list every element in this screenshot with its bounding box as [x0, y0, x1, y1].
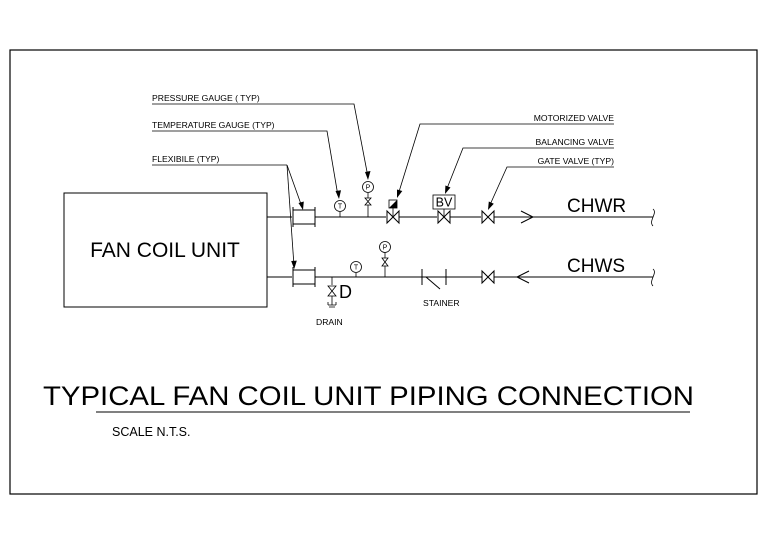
drawing-title: TYPICAL FAN COIL UNIT PIPING CONNECTION	[43, 381, 694, 411]
fan-coil-unit-box	[63, 192, 268, 308]
flow-arrow-supply	[515, 270, 530, 284]
svg-text:BALANCING VALVE: BALANCING VALVE	[536, 137, 615, 147]
strainer-label: STAINER	[423, 298, 460, 308]
callout-balancing-valve: BALANCING VALVE	[445, 137, 614, 194]
callout-temperature-gauge: TEMPERATURE GAUGE (TYP)	[152, 120, 341, 199]
svg-text:P: P	[383, 245, 388, 252]
temperature-gauge-return: T	[334, 200, 346, 217]
svg-text:MOTORIZED VALVE: MOTORIZED VALVE	[534, 113, 614, 123]
motorized-valve	[386, 199, 400, 225]
svg-text:GATE VALVE (TYP): GATE VALVE (TYP)	[538, 156, 615, 166]
pipe-break-supply	[651, 268, 655, 287]
svg-text:PRESSURE GAUGE ( TYP): PRESSURE GAUGE ( TYP)	[152, 93, 260, 103]
callout-gate-valve: GATE VALVE (TYP)	[488, 156, 614, 210]
drain-label: DRAIN	[316, 317, 343, 327]
svg-text:T: T	[354, 265, 359, 272]
drawing-frame	[9, 49, 758, 495]
flow-arrow-return	[520, 210, 535, 224]
pipe-break-return	[651, 208, 655, 227]
drain-valve: D	[327, 277, 352, 308]
flexible-connector-return	[292, 207, 316, 227]
svg-text:FLEXIBILE (TYP): FLEXIBILE (TYP)	[152, 154, 219, 164]
pressure-gauge-supply: P	[379, 241, 391, 277]
flexible-connector-supply	[292, 267, 316, 287]
svg-text:T: T	[338, 204, 343, 211]
svg-text:BV: BV	[436, 196, 453, 210]
drawing-scale: SCALE N.T.S.	[112, 425, 191, 439]
gate-valve-supply	[481, 269, 495, 285]
gate-valve-return	[481, 209, 495, 225]
callout-motorized-valve: MOTORIZED VALVE	[397, 113, 614, 198]
pipe-name-return: CHWR	[567, 196, 626, 217]
svg-text:P: P	[366, 185, 371, 192]
balancing-valve: BV	[432, 194, 456, 225]
pressure-gauge-return: P	[362, 181, 374, 217]
return-pipe: T P BV	[267, 181, 655, 227]
temperature-gauge-supply: T	[350, 261, 362, 277]
callout-pressure-gauge: PRESSURE GAUGE ( TYP)	[152, 93, 371, 180]
callout-flexible: FLEXIBILE (TYP)	[152, 154, 304, 269]
svg-text:TEMPERATURE GAUGE (TYP): TEMPERATURE GAUGE (TYP)	[152, 120, 275, 130]
fan-coil-unit: FAN COIL UNIT	[63, 192, 268, 308]
drain-symbol: D	[339, 282, 352, 302]
strainer	[421, 269, 447, 290]
supply-pipe: D T P CHWS	[267, 241, 655, 308]
fan-coil-unit-label: FAN COIL UNIT	[90, 239, 240, 262]
pipe-name-supply: CHWS	[567, 256, 625, 277]
